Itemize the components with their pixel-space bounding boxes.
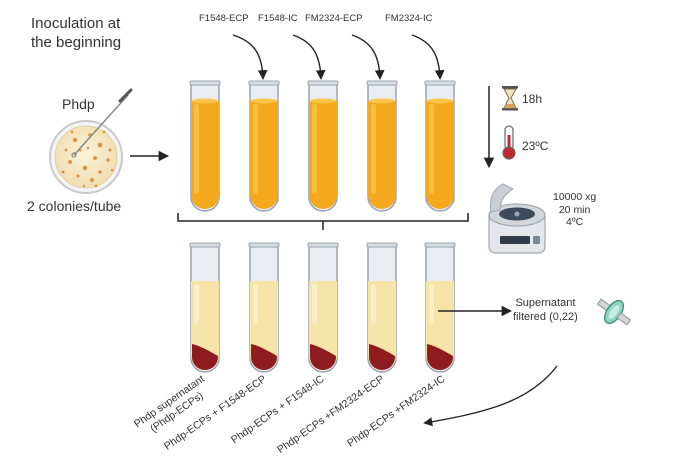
colony-dot (108, 148, 112, 152)
colony-dot (70, 130, 74, 134)
bacterial-colonies (61, 130, 114, 188)
strain-label-fm2324-ic: FM2324-IC (385, 13, 433, 24)
strain-arrow (351, 34, 385, 80)
culture-tube (366, 80, 398, 212)
syringe-filter-icon (596, 298, 632, 326)
centrifuged-tube (189, 242, 221, 373)
grouping-bracket (177, 213, 469, 230)
centrifuged-tubes (189, 242, 456, 373)
colony-dot (82, 165, 88, 171)
strain-arrow (292, 34, 326, 80)
centrifugation-conditions: 10000 xg 20 min 4ºC (553, 191, 596, 229)
colony-dot (64, 148, 68, 152)
inoculation-heading-line2: the beginning (31, 34, 122, 51)
colony-dot (61, 170, 65, 174)
thermometer-icon (502, 125, 516, 160)
inoculation-heading: Inoculation at the beginning (31, 14, 121, 52)
petri-dish-icon (49, 88, 133, 194)
strain-label-fm2324-ecp: FM2324-ECP (305, 13, 363, 24)
plate-label: Phdp (62, 96, 95, 112)
centrifuged-tube (366, 242, 398, 373)
colony-dot (82, 184, 86, 188)
filtration-line1: Supernatant (515, 297, 576, 309)
centrifuged-tube (424, 242, 456, 373)
strain-label-f1548-ecp: F1548-ECP (199, 13, 249, 24)
incubation-temperature: 23ºC (522, 139, 549, 153)
colony-dot (110, 168, 114, 172)
filtration-line2: filtered (0,22) (513, 310, 578, 323)
colony-dot (68, 160, 72, 164)
colony-dot (106, 158, 110, 162)
culture-tubes (189, 80, 456, 212)
centrifuge-icon (488, 183, 546, 254)
plate-note: 2 colonies/tube (27, 198, 122, 214)
return-arrow (423, 365, 558, 427)
inoculation-heading-line1: Inoculation at (31, 15, 121, 32)
colony-dot (94, 184, 98, 188)
colony-dot (102, 130, 106, 134)
centrifugation-temperature: 4ºC (565, 216, 584, 228)
hourglass-icon (502, 86, 518, 111)
incubation-time: 18h (522, 92, 543, 106)
filtration-label: Supernatant filtered (0,22) (513, 297, 578, 324)
culture-tube (248, 80, 280, 212)
colony-dot (98, 170, 102, 174)
colony-dot (97, 142, 103, 148)
colony-dot (90, 178, 94, 182)
centrifuged-tube (248, 242, 280, 373)
culture-tube (307, 80, 339, 212)
culture-tube (424, 80, 456, 212)
colony-dot (93, 156, 97, 160)
colony-dot (86, 146, 90, 150)
centrifuged-tube (307, 242, 339, 373)
strain-arrow (232, 34, 268, 80)
colony-dot (72, 137, 78, 143)
centrifugation-speed: 10000 xg (553, 191, 597, 203)
centrifugation-duration: 20 min (558, 203, 591, 216)
culture-tube (189, 80, 221, 212)
strain-arrow (411, 34, 445, 80)
colony-dot (76, 174, 80, 178)
strain-label-f1548-ic: F1548-IC (258, 13, 298, 24)
